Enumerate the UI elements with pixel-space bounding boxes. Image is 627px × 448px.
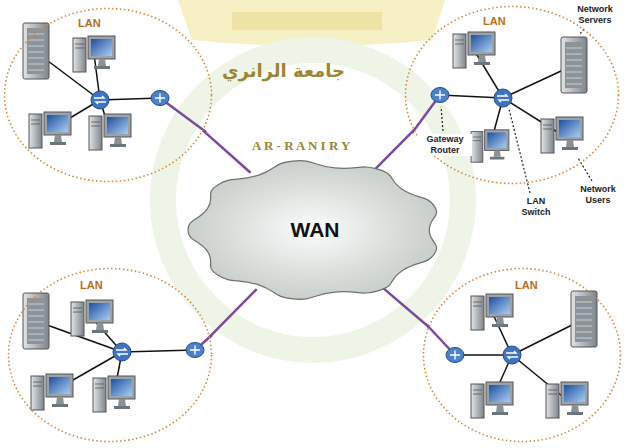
pc-icon — [73, 36, 115, 72]
callout-label: LAN Switch — [515, 196, 557, 218]
wan-cloud: WAN — [185, 157, 445, 303]
leader-line — [441, 107, 443, 131]
lan-cable — [122, 350, 195, 352]
switch-icon — [503, 346, 521, 364]
leader-line — [578, 158, 592, 181]
lan-boundary — [7, 267, 213, 443]
pc-icon — [89, 114, 131, 150]
wan-link — [209, 289, 256, 337]
watermark-ring — [163, 50, 463, 350]
router-icon — [186, 343, 204, 358]
callout-label: Network Users — [572, 184, 624, 206]
router-icon — [446, 348, 464, 363]
callout-label: Gateway Router — [418, 134, 472, 156]
lan-region: LAN — [404, 5, 620, 185]
switch-icon — [494, 89, 512, 107]
lan-dotted-circle — [424, 269, 621, 442]
watermark-band — [232, 12, 382, 30]
lan-boundary — [3, 7, 213, 183]
pc-icon — [541, 117, 583, 153]
pc-icon — [453, 32, 495, 68]
watermark-text: A R - R A N I R Y — [250, 138, 352, 154]
lan-dotted-circle — [5, 9, 212, 182]
switch-icon — [113, 343, 131, 361]
server-icon — [23, 293, 49, 349]
watermark-text: جامعة الرانري — [222, 60, 345, 82]
lan-dotted-circle — [9, 269, 212, 442]
leader-line — [509, 109, 530, 193]
server-icon — [571, 291, 597, 347]
wan-link — [381, 287, 428, 327]
server-icon — [23, 23, 49, 79]
wan-link — [373, 130, 414, 171]
pc-icon — [93, 376, 135, 412]
pc-icon — [29, 112, 71, 148]
server-icon — [561, 37, 587, 93]
switch-icon — [91, 91, 109, 109]
callout-label: Network Servers — [568, 4, 622, 26]
wan-link — [203, 130, 251, 173]
lan-region: LAN — [3, 7, 213, 183]
router-icon — [431, 88, 449, 103]
router-icon — [151, 91, 169, 106]
lan-label: LAN — [515, 279, 538, 291]
wan-label: WAN — [291, 218, 340, 242]
lan-boundary — [404, 5, 620, 185]
pc-icon — [471, 294, 513, 330]
pc-icon — [546, 382, 588, 418]
pc-icon — [471, 382, 513, 418]
pc-icon — [31, 374, 73, 410]
pc-icon — [471, 130, 509, 162]
lan-label: LAN — [483, 15, 506, 27]
cloud-shape — [188, 161, 437, 300]
lan-region: LAN — [7, 267, 213, 443]
lan-label: LAN — [78, 17, 101, 29]
pc-icon — [71, 300, 113, 336]
lan-dotted-circle — [406, 7, 619, 184]
lan-label: LAN — [80, 279, 103, 291]
lan-boundary — [422, 267, 622, 443]
lan-region: LAN — [422, 267, 622, 443]
